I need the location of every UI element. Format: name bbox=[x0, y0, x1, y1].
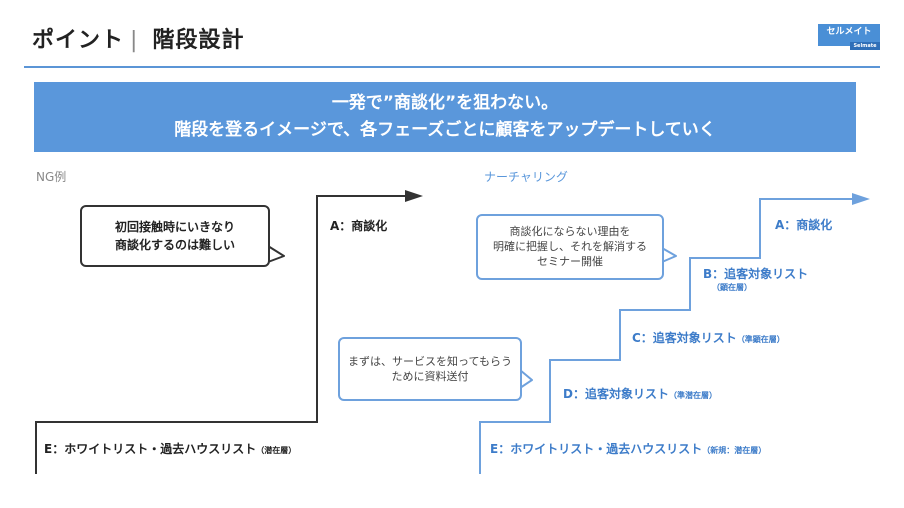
ng-callout: 初回接触時にいきなり 商談化するのは難しい bbox=[80, 205, 270, 267]
nurturing-stair-line bbox=[479, 198, 852, 474]
title-right: 階段設計 bbox=[152, 28, 245, 53]
logo-sub: Selmate bbox=[850, 42, 880, 50]
ng-callout-tail bbox=[267, 245, 285, 263]
ng-bottom-step-small: （潜在層） bbox=[256, 446, 297, 455]
ng-label: NG例 bbox=[36, 170, 67, 184]
step-c-small: （準顕在層） bbox=[736, 335, 785, 344]
page-title: ポイント| 階段設計 bbox=[32, 22, 244, 54]
banner-line-2: 階段を登るイメージで、各フェーズごとに顧客をアップデートしていく bbox=[174, 120, 716, 140]
step-d-small: （準潜在層） bbox=[668, 391, 717, 400]
step-b-label: B：追客対象リスト bbox=[703, 267, 809, 281]
seminar-callout-line-1: 商談化にならない理由を bbox=[509, 225, 631, 238]
header-divider bbox=[24, 66, 880, 68]
callout1-tail bbox=[661, 247, 677, 263]
nurturing-label: ナーチャリング bbox=[484, 170, 568, 184]
ng-step-line bbox=[35, 195, 405, 474]
ng-callout-line-1: 初回接触時にいきなり bbox=[114, 220, 235, 234]
step-e-small: （新規：潜在層） bbox=[702, 446, 767, 455]
logo-text: セルメイト bbox=[826, 27, 872, 37]
message-banner: 一発で”商談化”を狙わない。 階段を登るイメージで、各フェーズごとに顧客をアップ… bbox=[34, 82, 856, 152]
brand-logo: セルメイト Selmate bbox=[818, 24, 880, 50]
step-d-text: D：追客対象リスト bbox=[563, 387, 669, 401]
ng-bottom-step-label: E：ホワイトリスト・過去ハウスリスト（潜在層） bbox=[44, 440, 296, 457]
seminar-callout-line-3: セミナー開催 bbox=[537, 255, 603, 268]
nurturing-arrow-head bbox=[852, 193, 870, 205]
step-a-label: A：商談化 bbox=[775, 218, 833, 232]
step-e-label: E：ホワイトリスト・過去ハウスリスト（新規：潜在層） bbox=[490, 440, 766, 457]
step-b-small: （顕在層） bbox=[712, 283, 752, 292]
title-separator: | bbox=[130, 28, 139, 53]
banner-line-1: 一発で”商談化”を狙わない。 bbox=[331, 93, 559, 113]
step-e-text: E：ホワイトリスト・過去ハウスリスト bbox=[490, 442, 703, 456]
document-callout-line-1: まずは、サービスを知ってもらう bbox=[348, 355, 512, 368]
seminar-callout: 商談化にならない理由を 明確に把握し、それを解消する セミナー開催 bbox=[476, 214, 664, 280]
step-c-label: C：追客対象リスト（準顕在層） bbox=[632, 329, 785, 346]
step-d-label: D：追客対象リスト（準潜在層） bbox=[563, 385, 717, 402]
step-c-text: C：追客対象リスト bbox=[632, 331, 737, 345]
ng-arrow-head bbox=[405, 190, 423, 202]
document-callout-line-2: ために資料送付 bbox=[391, 370, 469, 383]
ng-callout-line-2: 商談化するのは難しい bbox=[114, 238, 235, 252]
title-left: ポイント bbox=[32, 28, 125, 53]
ng-top-step-label: A：商談化 bbox=[330, 219, 388, 233]
document-callout: まずは、サービスを知ってもらう ために資料送付 bbox=[338, 337, 522, 401]
ng-bottom-step-text: E：ホワイトリスト・過去ハウスリスト bbox=[44, 442, 257, 456]
seminar-callout-line-2: 明確に把握し、それを解消する bbox=[493, 240, 647, 253]
